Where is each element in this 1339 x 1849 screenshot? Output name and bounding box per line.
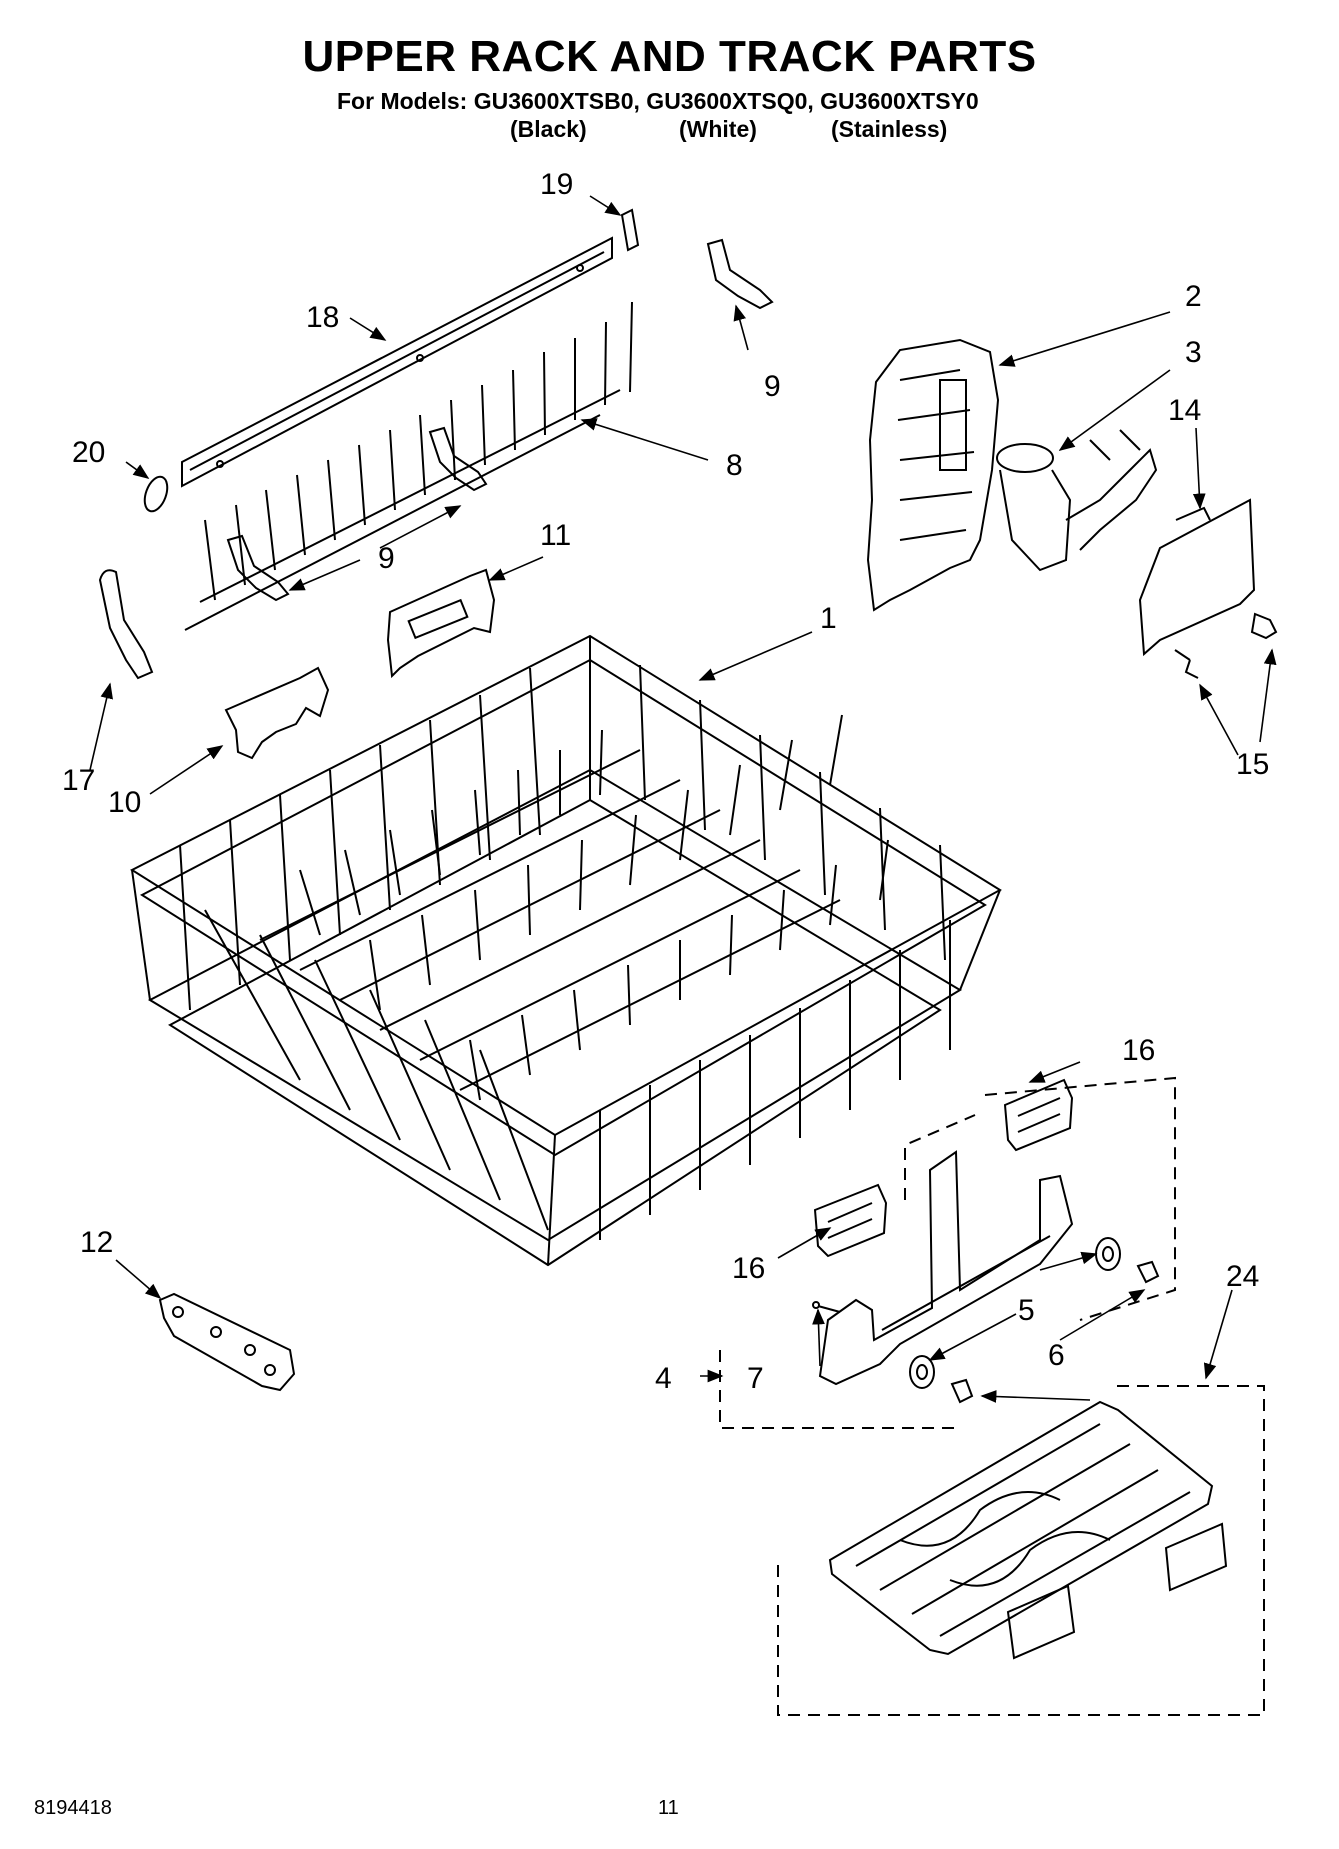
part-5-wheels	[909, 1237, 1121, 1389]
callout-9-lower: 9	[378, 542, 395, 575]
part-14-cover	[1138, 498, 1256, 657]
callout-3: 3	[1185, 336, 1202, 369]
part-3-adjuster	[996, 429, 1158, 572]
variant-stainless: (Stainless)	[831, 116, 948, 142]
track-rail	[818, 1150, 1074, 1386]
part-19-clip	[620, 208, 640, 252]
callout-10: 10	[108, 786, 141, 819]
part-9-clip-lower	[226, 426, 488, 602]
callout-14: 14	[1168, 394, 1201, 427]
page-number: 11	[658, 1797, 679, 1819]
part-15-screws	[1174, 612, 1278, 679]
part-17-clip	[98, 569, 154, 680]
models-line: For Models: GU3600XTSB0, GU3600XTSQ0, GU…	[337, 88, 979, 114]
callout-12: 12	[80, 1226, 113, 1259]
part-16-slide-upper	[1003, 1078, 1074, 1152]
callout-24: 24	[1226, 1260, 1259, 1293]
callout-9-upper: 9	[764, 370, 781, 403]
part-6-axles	[950, 1260, 1160, 1404]
callout-numbers: 1 2 3 4 5 6 7 8 9 9 10 11 12 14 15 16 16…	[62, 168, 1269, 1395]
callout-11: 11	[540, 519, 571, 552]
part-10-bracket	[224, 666, 330, 760]
callout-17: 17	[62, 764, 95, 797]
part-11-bracket	[386, 568, 496, 679]
part-16-slide-lower	[813, 1183, 888, 1258]
callout-15: 15	[1236, 748, 1269, 781]
callout-2: 2	[1185, 280, 1202, 313]
leader-lines	[89, 195, 1277, 1403]
callout-16-upper: 16	[1122, 1034, 1155, 1067]
part-7-screw	[812, 1301, 841, 1313]
callout-19: 19	[540, 168, 573, 201]
callout-1: 1	[820, 602, 837, 635]
part-2-track	[866, 338, 1000, 612]
callout-18: 18	[306, 301, 339, 334]
part-18-rail	[181, 236, 613, 488]
doc-number: 8194418	[34, 1797, 112, 1819]
callout-7: 7	[747, 1362, 764, 1395]
part-9-clip-upper	[706, 238, 774, 310]
part-1-upper-rack	[129, 634, 1002, 1267]
callout-8: 8	[726, 449, 743, 482]
callout-5: 5	[1018, 1294, 1035, 1327]
callout-16-lower: 16	[732, 1252, 765, 1285]
callout-4: 4	[655, 1362, 672, 1395]
variant-black: (Black)	[510, 116, 587, 142]
part-12-bracket	[158, 1292, 296, 1392]
callout-6: 6	[1048, 1339, 1065, 1372]
part-8-tine-row	[184, 301, 633, 631]
variant-white: (White)	[679, 116, 757, 142]
part-20-cap	[143, 475, 169, 513]
page-title: UPPER RACK AND TRACK PARTS	[302, 32, 1037, 81]
callout-20: 20	[72, 436, 105, 469]
part-24-outline	[777, 1385, 1265, 1716]
part-24-tray	[828, 1400, 1228, 1660]
